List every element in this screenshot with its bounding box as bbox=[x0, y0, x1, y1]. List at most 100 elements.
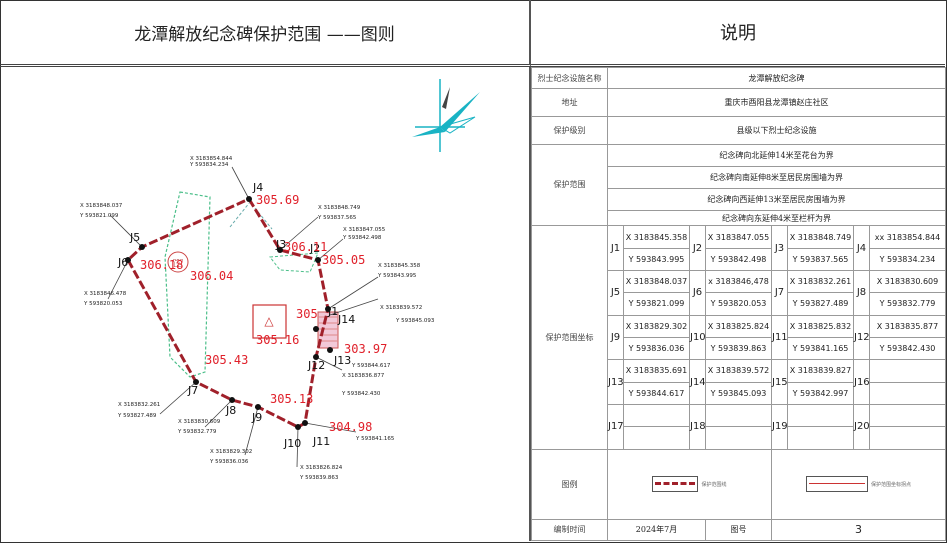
boundary-point-marker bbox=[325, 306, 331, 312]
coord-y: Y 593842.498 bbox=[705, 247, 772, 272]
level-value: 县级以下烈士纪念设施 bbox=[607, 115, 946, 145]
coord-note: Y 593821.099 bbox=[79, 213, 119, 219]
boundary-point-marker bbox=[246, 196, 252, 202]
boundary-point-label: J12 bbox=[307, 359, 325, 372]
coord-point-id: J5 bbox=[607, 270, 624, 316]
coord-note: Y 593843.995 bbox=[377, 273, 417, 279]
coord-point-id: J14 bbox=[689, 359, 706, 405]
elevation-label: 305.16 bbox=[256, 333, 299, 347]
coord-x: xx 3183854.844 bbox=[869, 225, 946, 249]
notes-title: 说明 bbox=[531, 0, 945, 67]
coord-y: Y 593820.053 bbox=[705, 292, 772, 316]
coord-x: X 3183845.358 bbox=[623, 225, 690, 249]
boundary-point-marker bbox=[139, 244, 145, 250]
coord-point-id: J20 bbox=[853, 403, 870, 450]
range-label: 保护范围 bbox=[531, 143, 608, 227]
coord-y bbox=[869, 426, 946, 450]
coord-note: X 3183830.609 bbox=[178, 419, 221, 425]
coord-point-id: J3 bbox=[771, 225, 788, 271]
coord-y: Y 593842.430 bbox=[869, 336, 946, 361]
boundary-point-marker bbox=[125, 257, 131, 263]
leader-lines bbox=[107, 166, 379, 468]
figno-label: 图号 bbox=[705, 518, 772, 542]
coord-note: X 3183839.572 bbox=[380, 305, 422, 311]
range-line: 纪念碑向东延伸4米至栏杆为界 bbox=[607, 210, 946, 227]
elevation-label: 306.04 bbox=[190, 269, 233, 283]
boundary-legend-icon bbox=[652, 476, 699, 493]
coord-x bbox=[705, 403, 772, 428]
platform-outline bbox=[269, 252, 319, 273]
coord-y bbox=[787, 426, 854, 450]
coord-x bbox=[869, 359, 946, 383]
coord-point-id: J6 bbox=[689, 270, 706, 316]
boundary-point-marker bbox=[313, 326, 319, 332]
coord-note: Y 593832.779 bbox=[177, 429, 217, 435]
coord-y: Y 593834.234 bbox=[869, 247, 946, 272]
coord-x: x 3183846,478 bbox=[705, 269, 772, 294]
range-line: 纪念碑向西延伸13米至居民房围墙为界 bbox=[607, 188, 946, 212]
coord-note: Y 593839.863 bbox=[299, 475, 339, 481]
coord-note: Y 593837.565 bbox=[317, 215, 357, 221]
map-title: 龙潭解放纪念碑保护范围 ——图则 bbox=[0, 0, 531, 67]
range-line: 纪念碑向北延伸14米至花台为界 bbox=[607, 143, 946, 167]
boundary-point-marker bbox=[277, 247, 283, 253]
coord-x: X 3183825.824 bbox=[705, 314, 772, 338]
coord-note: X 3183836.877 bbox=[342, 373, 385, 379]
boundary-point-label: J4 bbox=[252, 181, 263, 194]
elevation-label: 305 bbox=[296, 307, 318, 321]
coord-note: X 3183848.037 bbox=[80, 203, 123, 209]
coords-label: 保护范围坐标 bbox=[531, 225, 608, 450]
boundary-point-label: J7 bbox=[187, 384, 198, 397]
date-value: 2024年7月 bbox=[607, 518, 706, 542]
coord-notes: X 3183854.844 Y 593834.234 X 3183848.037… bbox=[79, 156, 435, 481]
boundary-point-label: J14 bbox=[337, 313, 355, 326]
points-legend-icon bbox=[805, 476, 868, 493]
coord-x: X 3183848.749 bbox=[787, 225, 854, 249]
elevation-label: 305.69 bbox=[256, 193, 299, 207]
coord-y: Y 593841.165 bbox=[787, 336, 854, 361]
coord-y: Y 593821.099 bbox=[623, 292, 690, 316]
elevation-label: 306.11 bbox=[284, 240, 327, 254]
boundary-point-label: J10 bbox=[283, 437, 301, 450]
monument-base bbox=[167, 251, 189, 273]
coord-point-id: J7 bbox=[771, 270, 788, 316]
coord-note: Y 593844.617 bbox=[351, 363, 391, 369]
coord-point-id: J11 bbox=[771, 314, 788, 361]
boundary-point-marker bbox=[295, 424, 301, 430]
coord-x: X 3183835.877 bbox=[869, 314, 946, 338]
coord-note: X 3183829.302 bbox=[210, 449, 252, 455]
coord-point-id: J19 bbox=[771, 403, 788, 450]
coord-note: X 3183848.749 bbox=[318, 205, 361, 211]
coord-y: Y 593839.863 bbox=[705, 336, 772, 361]
elevation-labels: 305.69 306.11 305.05 306.18 306.04 305.4… bbox=[140, 193, 387, 434]
boundary-point-label: J9 bbox=[251, 411, 262, 424]
address-label: 地址 bbox=[531, 88, 608, 117]
elevation-label: 305.13 bbox=[270, 392, 313, 406]
coord-point-id: J15 bbox=[771, 359, 788, 405]
coord-x bbox=[869, 403, 946, 428]
elevation-label: 304.98 bbox=[329, 420, 372, 434]
coord-x: X 3183848.037 bbox=[623, 269, 690, 294]
coord-point-id: J1 bbox=[607, 225, 624, 271]
level-label: 保护级别 bbox=[531, 115, 608, 145]
boundary-point-marker bbox=[229, 397, 235, 403]
coord-point-id: J2 bbox=[689, 225, 706, 271]
coord-note: Y 593845.093 bbox=[395, 318, 435, 324]
notes-panel: 烈士纪念设施名称 龙潭解放纪念碑 地址 重庆市酉阳县龙潭镇赵庄社区 保护级别 县… bbox=[531, 66, 946, 542]
elevation-label: 303.97 bbox=[344, 342, 387, 356]
hatch-lines bbox=[318, 316, 338, 342]
terrace-outline bbox=[164, 191, 211, 378]
boundary-point-marker bbox=[193, 379, 199, 385]
legend-label: 图例 bbox=[531, 448, 608, 520]
coord-y: Y 593837.565 bbox=[787, 247, 854, 272]
coord-y: Y 593843.995 bbox=[623, 247, 690, 272]
coord-point-id: J13 bbox=[607, 359, 624, 405]
coord-point-id: J12 bbox=[853, 314, 870, 361]
info-table: 烈士纪念设施名称 龙潭解放纪念碑 地址 重庆市酉阳县龙潭镇赵庄社区 保护级别 县… bbox=[531, 66, 946, 542]
coord-x: X 3183830.609 bbox=[869, 269, 946, 294]
coord-y bbox=[869, 381, 946, 405]
boundary-point-marker bbox=[327, 347, 333, 353]
coord-point-id: J4 bbox=[853, 225, 870, 271]
coord-x bbox=[787, 403, 854, 428]
